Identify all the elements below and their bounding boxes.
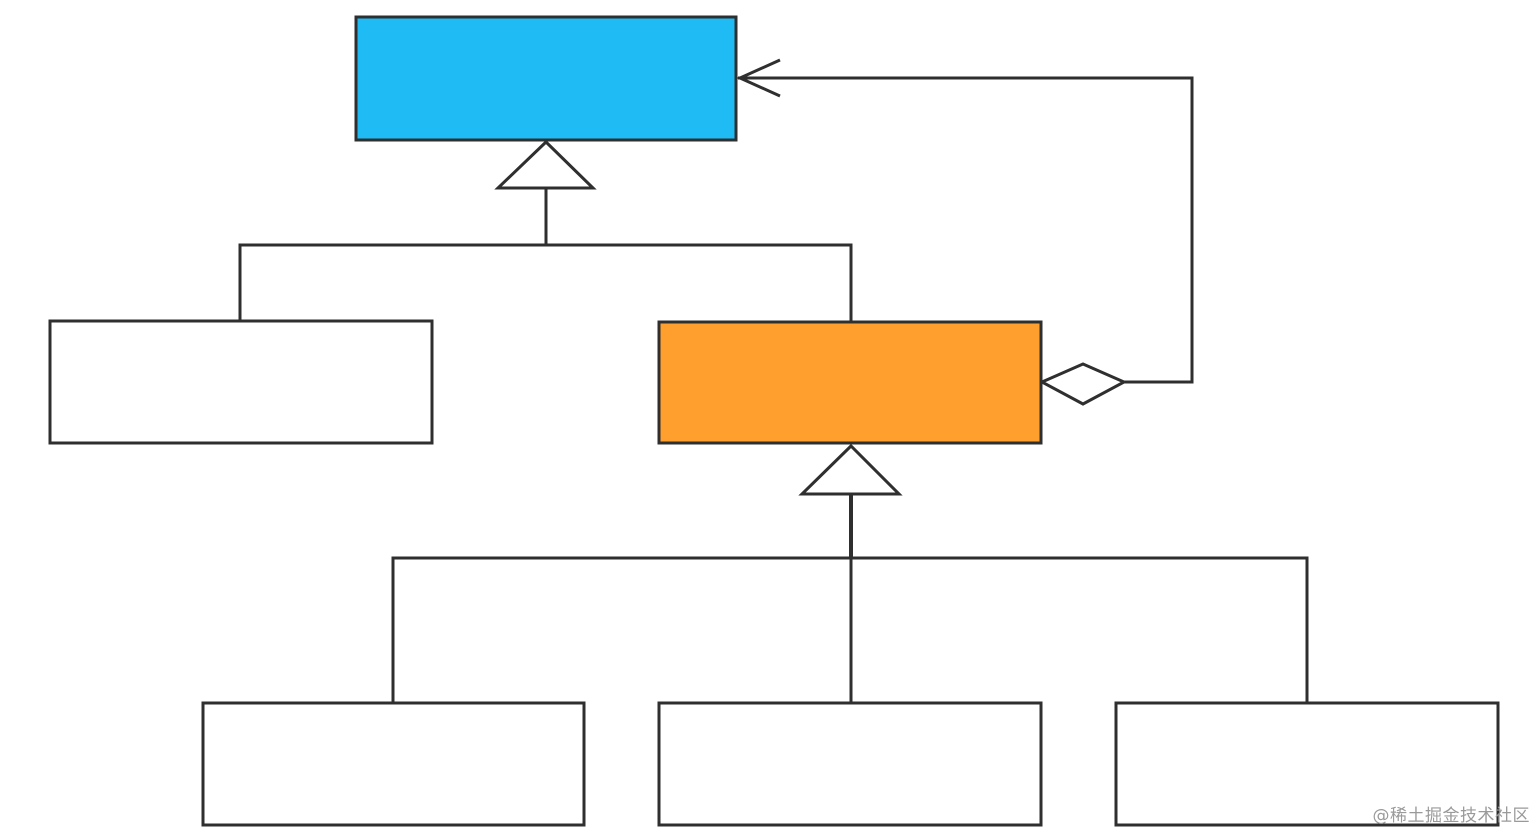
leaf-class-box: [48, 319, 434, 445]
open-arrowhead: [736, 58, 781, 98]
component-class-box: [354, 15, 738, 142]
watermark-text: @稀土掘金技术社区: [1372, 806, 1530, 826]
inheritance-arrow-bottom: [798, 443, 903, 496]
subclass-box-2: [657, 701, 1043, 827]
inheritance-connector-top: [238, 188, 853, 322]
subclass-box-3: [1114, 701, 1500, 827]
aggregation-diamond: [1038, 362, 1128, 406]
aggregation-connector: [738, 76, 1194, 384]
inheritance-arrow-top: [494, 139, 597, 190]
inheritance-connector-bottom: [391, 494, 1309, 702]
subclass-box-1: [201, 701, 586, 827]
composite-class-box: [657, 320, 1043, 445]
